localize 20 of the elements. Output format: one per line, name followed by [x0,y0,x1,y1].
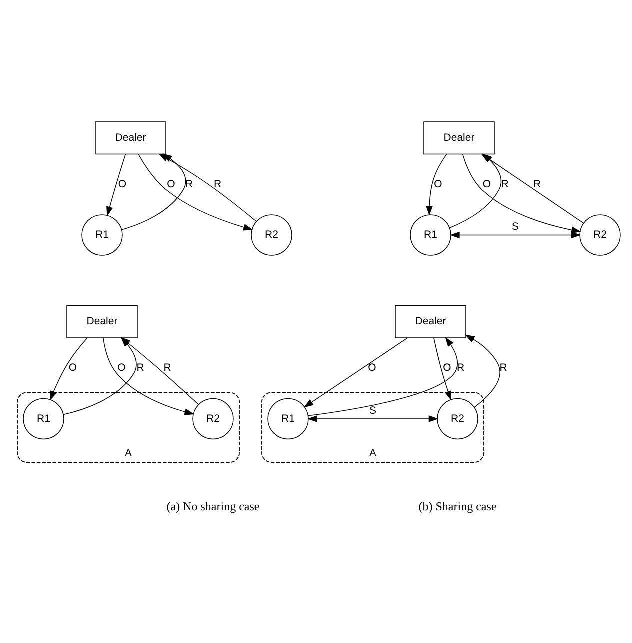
label: (a) No sharing case [166,499,260,514]
edge-label: R [501,178,509,190]
edge-label: R [456,362,465,374]
edge-label: O [68,362,78,374]
edge-label: O [482,178,492,190]
edge-label: O [443,362,452,374]
edge-label: R [136,362,144,374]
edge-label: R [533,178,542,190]
edge-label: O [434,178,442,190]
label: (b) Sharing case [418,499,497,514]
edge-label: O [118,362,126,374]
edge-label: R [214,178,222,190]
edge-label: R [185,178,194,190]
edge-label: O [368,362,376,374]
edge-label: R [164,362,172,374]
edge-label: S [369,404,377,417]
edge-label: O [167,178,176,190]
edge-label: S [512,221,520,234]
edge-label: O [118,178,127,190]
edge-label: R [500,362,508,374]
